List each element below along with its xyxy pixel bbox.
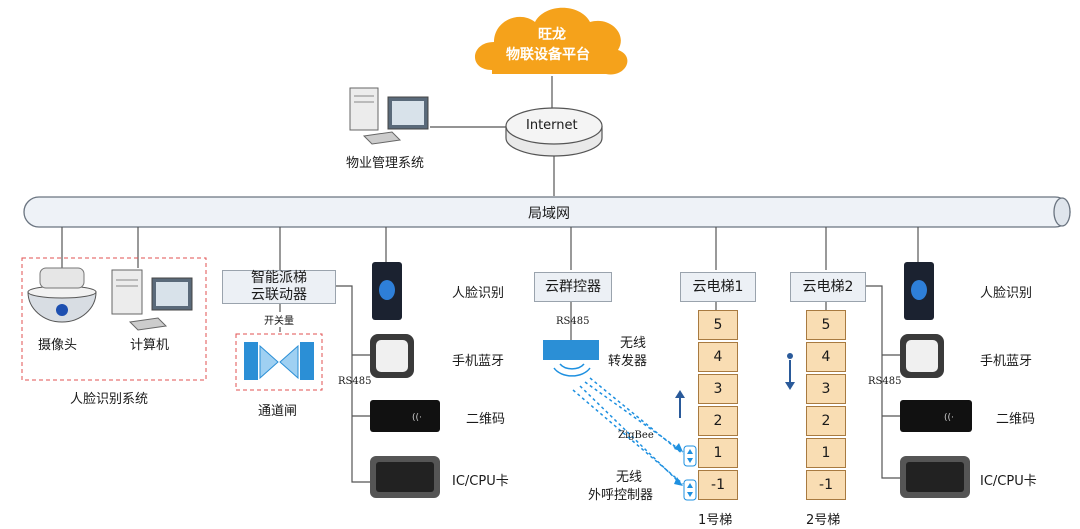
card-reader-icon-right xyxy=(900,456,970,498)
card-reader-icon xyxy=(370,456,440,498)
face-system-label: 人脸识别系统 xyxy=(70,392,149,407)
switch-signal-label: 开关量 xyxy=(264,312,294,327)
elevator2-floor: 1 xyxy=(806,438,846,468)
left-face-label: 人脸识别 xyxy=(452,286,505,301)
elevator2-floor: 2 xyxy=(806,406,846,436)
elevator1-box: 云电梯1 xyxy=(680,272,756,302)
group-controller-box: 云群控器 xyxy=(534,272,612,302)
elevator1-floor: -1 xyxy=(698,470,738,500)
elevator2-floor: 3 xyxy=(806,374,846,404)
right-qrcode-label: 二维码 xyxy=(996,412,1036,427)
linkage-line2: 云联动器 xyxy=(251,287,307,303)
cloud-title-line1: 旺龙 xyxy=(538,27,566,43)
elevator1-floor: 1 xyxy=(698,438,738,468)
face-terminal-icon xyxy=(372,262,402,320)
gate-label: 通道闸 xyxy=(258,404,298,419)
camera-label: 摄像头 xyxy=(38,338,78,353)
elevator1-floor: 4 xyxy=(698,342,738,372)
elevator1-floor: 5 xyxy=(698,310,738,340)
right-face-label: 人脸识别 xyxy=(980,286,1033,301)
lan-label: 局域网 xyxy=(528,206,570,222)
elevator1-shaft: 5 4 3 2 1 -1 xyxy=(698,310,738,500)
face-terminal-icon-right xyxy=(904,262,934,320)
elevator1-direction-icon xyxy=(675,390,685,418)
internet-label: Internet xyxy=(526,118,578,133)
right-card-label: IC/CPU卡 xyxy=(980,474,1037,489)
internet-router-shape xyxy=(505,107,603,157)
elevator2-floor: 4 xyxy=(806,342,846,372)
gate-group xyxy=(235,333,323,391)
svg-text:((·: ((· xyxy=(944,413,954,423)
qrcode-reader-icon-right: ((· xyxy=(900,400,972,432)
repeater-label-line1: 无线 xyxy=(620,336,647,351)
right-rs485-label: RS485 xyxy=(868,376,902,387)
elevator2-direction-icon xyxy=(785,353,795,390)
property-system-label: 物业管理系统 xyxy=(346,156,425,171)
elevator1-caption: 1号梯 xyxy=(698,513,733,528)
hall-call-button-icon xyxy=(683,445,697,501)
elevator2-caption: 2号梯 xyxy=(806,513,841,528)
qrcode-reader-icon: ((· xyxy=(370,400,440,432)
elevator2-floor: -1 xyxy=(806,470,846,500)
elevator1-floor: 2 xyxy=(698,406,738,436)
zigbee-label: ZigBee xyxy=(618,430,654,441)
linkage-controller-box: 智能派梯 云联动器 xyxy=(222,270,336,304)
elevator2-shaft: 5 4 3 2 1 -1 xyxy=(806,310,846,500)
left-card-label: IC/CPU卡 xyxy=(452,474,509,489)
elevator2-floor: 5 xyxy=(806,310,846,340)
cloud-shape xyxy=(474,7,628,75)
svg-text:((·: ((· xyxy=(412,413,422,423)
left-bluetooth-label: 手机蓝牙 xyxy=(452,354,505,369)
caller-label-line1: 无线 xyxy=(616,470,643,485)
linkage-line1: 智能派梯 xyxy=(251,270,307,286)
dome-camera-icon xyxy=(27,267,97,323)
left-rs485-label: RS485 xyxy=(338,376,372,387)
repeater-label-line2: 转发器 xyxy=(608,354,648,369)
face-system-group xyxy=(21,257,207,381)
property-pc-icon xyxy=(349,87,429,145)
zigbee-links xyxy=(572,377,684,487)
bluetooth-reader-icon-right xyxy=(900,334,944,378)
turnstile-gate-icon xyxy=(244,342,314,380)
cloud-title-line2: 物联设备平台 xyxy=(506,47,590,63)
caller-label-line2: 外呼控制器 xyxy=(588,488,654,503)
lan-tube-shape xyxy=(23,196,1071,228)
bluetooth-reader-icon xyxy=(370,334,414,378)
left-qrcode-label: 二维码 xyxy=(466,412,506,427)
computer-icon xyxy=(111,269,193,331)
computer-label: 计算机 xyxy=(130,338,170,353)
right-bluetooth-label: 手机蓝牙 xyxy=(980,354,1033,369)
elevator2-box: 云电梯2 xyxy=(790,272,866,302)
group-rs485-label: RS485 xyxy=(556,316,590,327)
wireless-signal-icon xyxy=(553,363,591,377)
elevator1-floor: 3 xyxy=(698,374,738,404)
wireless-repeater-icon xyxy=(543,340,599,360)
